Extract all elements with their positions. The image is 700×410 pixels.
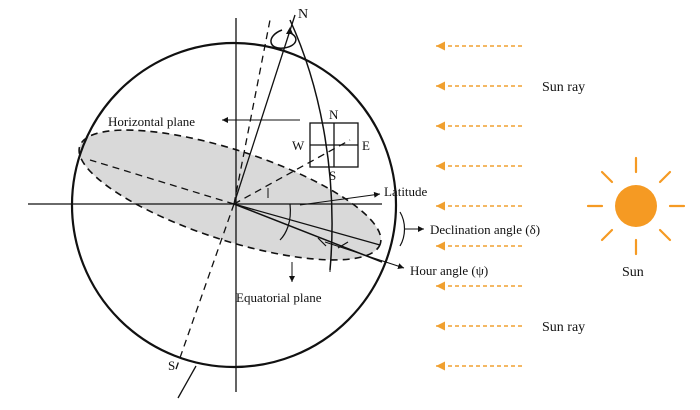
sun-label: Sun <box>622 265 644 280</box>
rotation-arrow-icon <box>270 29 297 49</box>
horizontal-plane-label: Horizontal plane <box>108 114 195 129</box>
north-axis-label: N <box>298 7 308 22</box>
equatorial-line <box>233 203 381 246</box>
sun-ray-label-bottom: Sun ray <box>542 320 585 335</box>
equatorial-plane-label: Equatorial plane <box>236 290 322 305</box>
sun-rays <box>436 41 522 371</box>
meridian-arc <box>289 19 333 271</box>
hour-angle-label: Hour angle (ψ) <box>410 263 488 278</box>
horizon-dashed-line <box>233 139 351 205</box>
latitude-arc <box>279 203 291 241</box>
sun-ray-label-top: Sun ray <box>542 80 585 95</box>
compass-w-label: W <box>292 138 305 153</box>
polar-axis-outer-south <box>177 365 197 399</box>
compass-s-label: S <box>329 168 336 183</box>
declination-label: Declination angle (δ) <box>430 222 540 237</box>
declination-arc <box>399 211 406 247</box>
compass-grid <box>309 122 359 168</box>
sun-icon <box>586 156 686 256</box>
latitude-label: Latitude <box>384 184 428 199</box>
polar-axis-south <box>174 203 235 373</box>
compass-n-label: N <box>329 107 339 122</box>
horizontal-plane-ellipse <box>78 129 382 261</box>
compass-e-label: E <box>362 138 370 153</box>
south-axis-label: S <box>168 358 175 373</box>
polar-axis-north <box>233 14 296 205</box>
earth-sphere <box>70 41 398 369</box>
